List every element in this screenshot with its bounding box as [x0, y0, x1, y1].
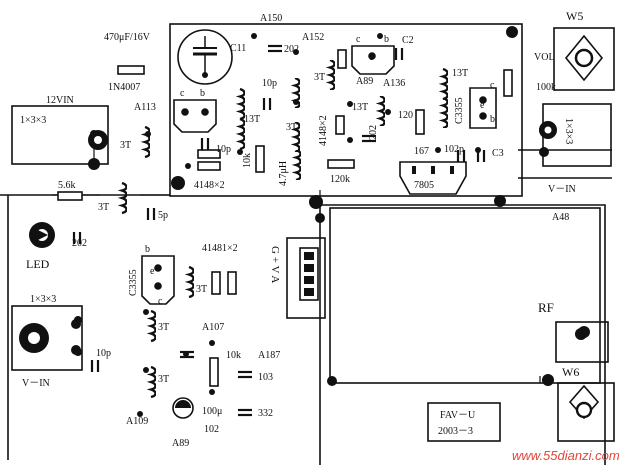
label-a89-top: A89	[356, 76, 373, 87]
label-120: 120	[398, 110, 413, 121]
stamp-line1: FAV－U	[440, 410, 476, 421]
label-led: LED	[26, 257, 50, 271]
label-conn-right: 1×3×3	[563, 118, 574, 144]
label-202-top: 202	[284, 44, 299, 55]
label-1n4007: 1N4007	[108, 82, 140, 93]
label-10k-top: 10k	[242, 153, 253, 168]
pin-c: c	[490, 80, 495, 91]
label-332: 332	[258, 408, 273, 419]
label-a150: A150	[260, 13, 282, 24]
pin-b: b	[490, 114, 495, 125]
label-vol: VOL	[534, 52, 555, 63]
label-diodes-vert: 4148×2	[318, 115, 329, 146]
label-a48: A48	[552, 212, 569, 223]
electrolytic-capacitor-c11	[177, 29, 233, 85]
label-120k: 120k	[330, 174, 350, 185]
label-202-left: 202	[72, 238, 87, 249]
label-7805: 7805	[414, 180, 434, 191]
label-a152: A152	[302, 32, 324, 43]
label-a187: A187	[258, 350, 280, 361]
label-3t-g: 3T	[158, 374, 169, 385]
label-w6: W6	[562, 365, 579, 379]
label-c11: C11	[230, 43, 246, 54]
label-3t-c: 3T	[120, 140, 131, 151]
label-c2: C2	[402, 35, 414, 46]
label-100u: 100μ	[202, 406, 222, 417]
label-167: 167	[414, 146, 429, 157]
pin-b: b	[384, 34, 389, 45]
label-diodes-top: 4148×2	[194, 180, 225, 191]
led	[29, 222, 55, 248]
label-rf: RF	[538, 300, 554, 315]
label-13t-a: 13T	[452, 68, 468, 79]
electrolytic-capacitor-bottom	[172, 397, 194, 419]
label-10k-bot: 10k	[226, 350, 241, 361]
transistor-c3355-top	[469, 87, 497, 129]
label-4-7uh: 4.7μH	[278, 161, 289, 186]
pin-b: b	[200, 88, 205, 99]
label-v-in-left: V－IN	[22, 378, 50, 389]
label-41481: 41481×2	[202, 243, 238, 254]
label-conn-mid-left: 1×3×3	[30, 294, 56, 305]
pin-c: c	[356, 34, 361, 45]
label-w5: W5	[566, 9, 583, 23]
label-12vin: 12VIN	[46, 95, 74, 106]
watermark: www.55dianzi.com	[512, 448, 620, 463]
pin-e: e	[150, 266, 155, 277]
label-a109: A109	[126, 416, 148, 427]
label-10p-mid: 10p	[216, 144, 231, 155]
labels: A150 W5 VOL 470μF/16V 1N4007 C11 202 A15…	[20, 9, 620, 463]
transistor-c3355-bottom	[141, 255, 175, 305]
label-a107: A107	[202, 322, 224, 333]
label-10p-top: 10p	[262, 78, 277, 89]
label-470uf: 470μF/16V	[104, 32, 151, 43]
label-10p-left: 10p	[96, 348, 111, 359]
label-a136: A136	[383, 78, 405, 89]
label-3t-d: 3T	[98, 202, 109, 213]
label-3t-b: 3T	[286, 122, 297, 133]
pin-c: c	[180, 88, 185, 99]
pin-e: e	[480, 100, 485, 111]
stamp-line2: 2003－3	[438, 426, 473, 437]
label-13t-c: 13T	[352, 102, 368, 113]
board-outline	[0, 23, 615, 465]
label-c3: C3	[492, 148, 504, 159]
regulator-7805	[399, 161, 467, 195]
label-a89-bot: A89	[172, 438, 189, 449]
label-103: 103	[258, 372, 273, 383]
label-conn-top-left: 1×3×3	[20, 115, 46, 126]
label-gva: G + V A	[269, 246, 281, 283]
label-5-6k: 5.6k	[58, 180, 76, 191]
pin-e: e	[369, 52, 374, 63]
label-v-in-right: V－IN	[548, 184, 576, 195]
transistor-top-left	[173, 99, 217, 133]
connector-jacks	[19, 34, 604, 420]
label-13t-b: 13T	[244, 114, 260, 125]
resistors	[57, 49, 513, 387]
label-100k: 100k	[536, 82, 556, 93]
label-c3355-top: C3355	[454, 97, 465, 124]
transistor-a89-top	[351, 45, 395, 75]
pin-b: b	[145, 244, 150, 255]
label-c3355-bot: C3355	[128, 269, 139, 296]
label-3t-a: 3T	[314, 72, 325, 83]
label-102: 102	[204, 424, 219, 435]
label-102p: 102p	[444, 144, 464, 155]
label-202-mid: 202	[368, 125, 379, 140]
label-a113: A113	[134, 102, 156, 113]
label-3t-e: 3T	[196, 284, 207, 295]
small-capacitors	[72, 44, 486, 417]
label-3t-f: 3T	[158, 322, 169, 333]
header-pins	[304, 252, 314, 296]
pin-c: c	[158, 296, 163, 307]
label-5p: 5p	[158, 210, 168, 221]
